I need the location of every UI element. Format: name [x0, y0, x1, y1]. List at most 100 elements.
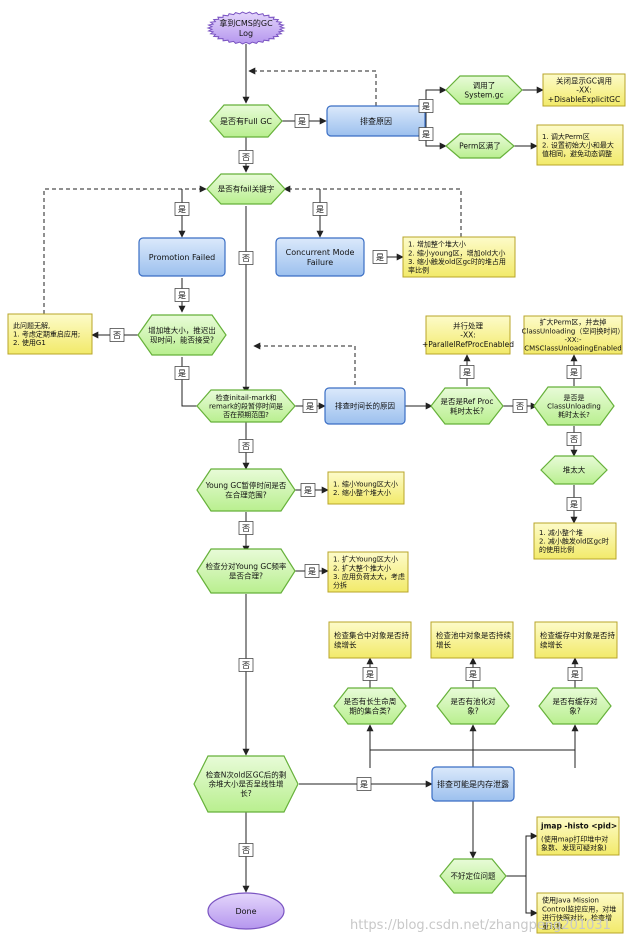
edge-label-box	[566, 497, 582, 511]
decision-shape	[196, 468, 296, 512]
note-n_collection: 检查集合中对象是否持续增长	[328, 621, 412, 659]
decision-shape	[206, 173, 286, 205]
decision-shape	[193, 755, 299, 813]
edge-label: 是	[174, 202, 190, 216]
edge-label-box	[174, 288, 190, 302]
note-box	[536, 892, 624, 934]
decision-d_pool: 是否有池化对象?	[436, 687, 510, 725]
edge-label-text: 是	[422, 130, 430, 139]
edge-label-box	[302, 399, 318, 413]
edge-label: 是	[566, 365, 582, 379]
edge-label: 否	[238, 658, 254, 672]
jmap-command: jmap -histo <pid>	[540, 822, 617, 831]
edge-label-text: 是	[366, 670, 374, 679]
edge-label-text: 是	[463, 368, 471, 377]
edge-label: 是	[418, 127, 434, 141]
node-label: 排查可能是内存泄露	[437, 779, 509, 789]
edge-label-text: 否	[242, 442, 250, 451]
note-n_cache: 检查缓存中对象是否持续增长	[534, 621, 618, 659]
edge-label: 是	[312, 202, 328, 216]
note-text: 检查缓存中对象是否持续增长	[540, 630, 615, 649]
note-box	[534, 621, 618, 659]
decision-shape	[196, 548, 296, 594]
edge-label-text: 是	[298, 117, 306, 126]
node-label: 是否有长生命周期的集合类?	[344, 696, 397, 715]
edge-label: 是	[372, 250, 388, 264]
edge-label-text: 否	[113, 331, 121, 340]
edge-label: 否	[109, 328, 125, 342]
process-p_long_pause: 排查时间长的原因	[324, 387, 406, 425]
node-label: 是否有缓存对象?	[553, 696, 598, 715]
note-n_restart: 此问题无解,1. 考虑定期重启应用;2. 使用G1	[7, 313, 93, 355]
node-label: Promotion Failed	[149, 253, 215, 262]
edge-label: 是	[418, 99, 434, 113]
edge-label-text: 否	[516, 402, 524, 411]
note-box	[327, 551, 409, 593]
edge-label-text: 是	[571, 670, 579, 679]
node-label: 是否有池化对象?	[451, 696, 496, 715]
edge-label-box	[238, 658, 254, 672]
decision-shape	[533, 386, 615, 426]
decision-d_increase_heap: 增加堆大小，推迟出现时间，能否接受?	[137, 314, 227, 356]
edge	[525, 876, 538, 917]
edge-label: 是	[459, 365, 475, 379]
end-shape	[207, 892, 285, 930]
edge-label-box	[238, 439, 254, 453]
edge-label: 是	[356, 777, 372, 791]
note-box	[542, 73, 626, 107]
note-n_parallel_ref: 并行处理-XX:+ParallelRefProcEnabled	[422, 315, 514, 355]
edge-label-box	[362, 667, 378, 681]
process-box	[326, 105, 426, 137]
edge	[506, 832, 538, 877]
edge-label-box	[238, 843, 254, 857]
node-label: 是否有fail关键字	[218, 184, 274, 194]
decision-shape	[445, 75, 523, 105]
edge-label: 否	[238, 150, 254, 164]
note-box	[523, 315, 623, 355]
note-box	[327, 471, 405, 505]
node-label: 检查N次old区GC后的剩余堆大小是否呈线性增长?	[206, 770, 287, 798]
decision-shape	[430, 387, 504, 425]
edge-label-text: 是	[316, 205, 324, 214]
note-box	[536, 816, 620, 856]
edge-label-box	[238, 521, 254, 535]
note-n_pool: 检查池中对象是否持续增长	[430, 621, 514, 659]
terminator-end: Done	[207, 892, 285, 930]
node-label: 是否有Full GC	[220, 116, 272, 126]
decision-d_fullgc: 是否有Full GC	[209, 104, 283, 138]
edge-label: 否	[238, 439, 254, 453]
edge-label-box	[567, 667, 583, 681]
decision-d_young_pause: Young GC暂停时间是否在合理范围?	[196, 468, 296, 512]
edge-label: 是	[174, 366, 190, 380]
edge-label-text: 是	[570, 368, 578, 377]
process-p_promotion_failed: Promotion Failed	[138, 237, 226, 277]
process-box	[324, 387, 406, 425]
edge-label-box	[566, 432, 582, 446]
edge-label: 是	[300, 483, 316, 497]
process-box	[138, 237, 226, 277]
edge	[253, 342, 356, 385]
decision-shape	[538, 687, 612, 725]
edge-label-box	[312, 202, 328, 216]
edge-label: 是	[304, 564, 320, 578]
edge-label: 是	[567, 667, 583, 681]
note-box	[402, 236, 516, 278]
edge-label-box	[512, 399, 528, 413]
edge-label: 否	[238, 251, 254, 265]
node-label: Young GC暂停时间是否在合理范围?	[205, 480, 287, 499]
node-label: 增加堆大小，推迟出现时间，能否接受?	[148, 325, 216, 344]
decision-shape	[209, 104, 283, 138]
note-box	[533, 522, 617, 560]
edge	[43, 185, 207, 314]
